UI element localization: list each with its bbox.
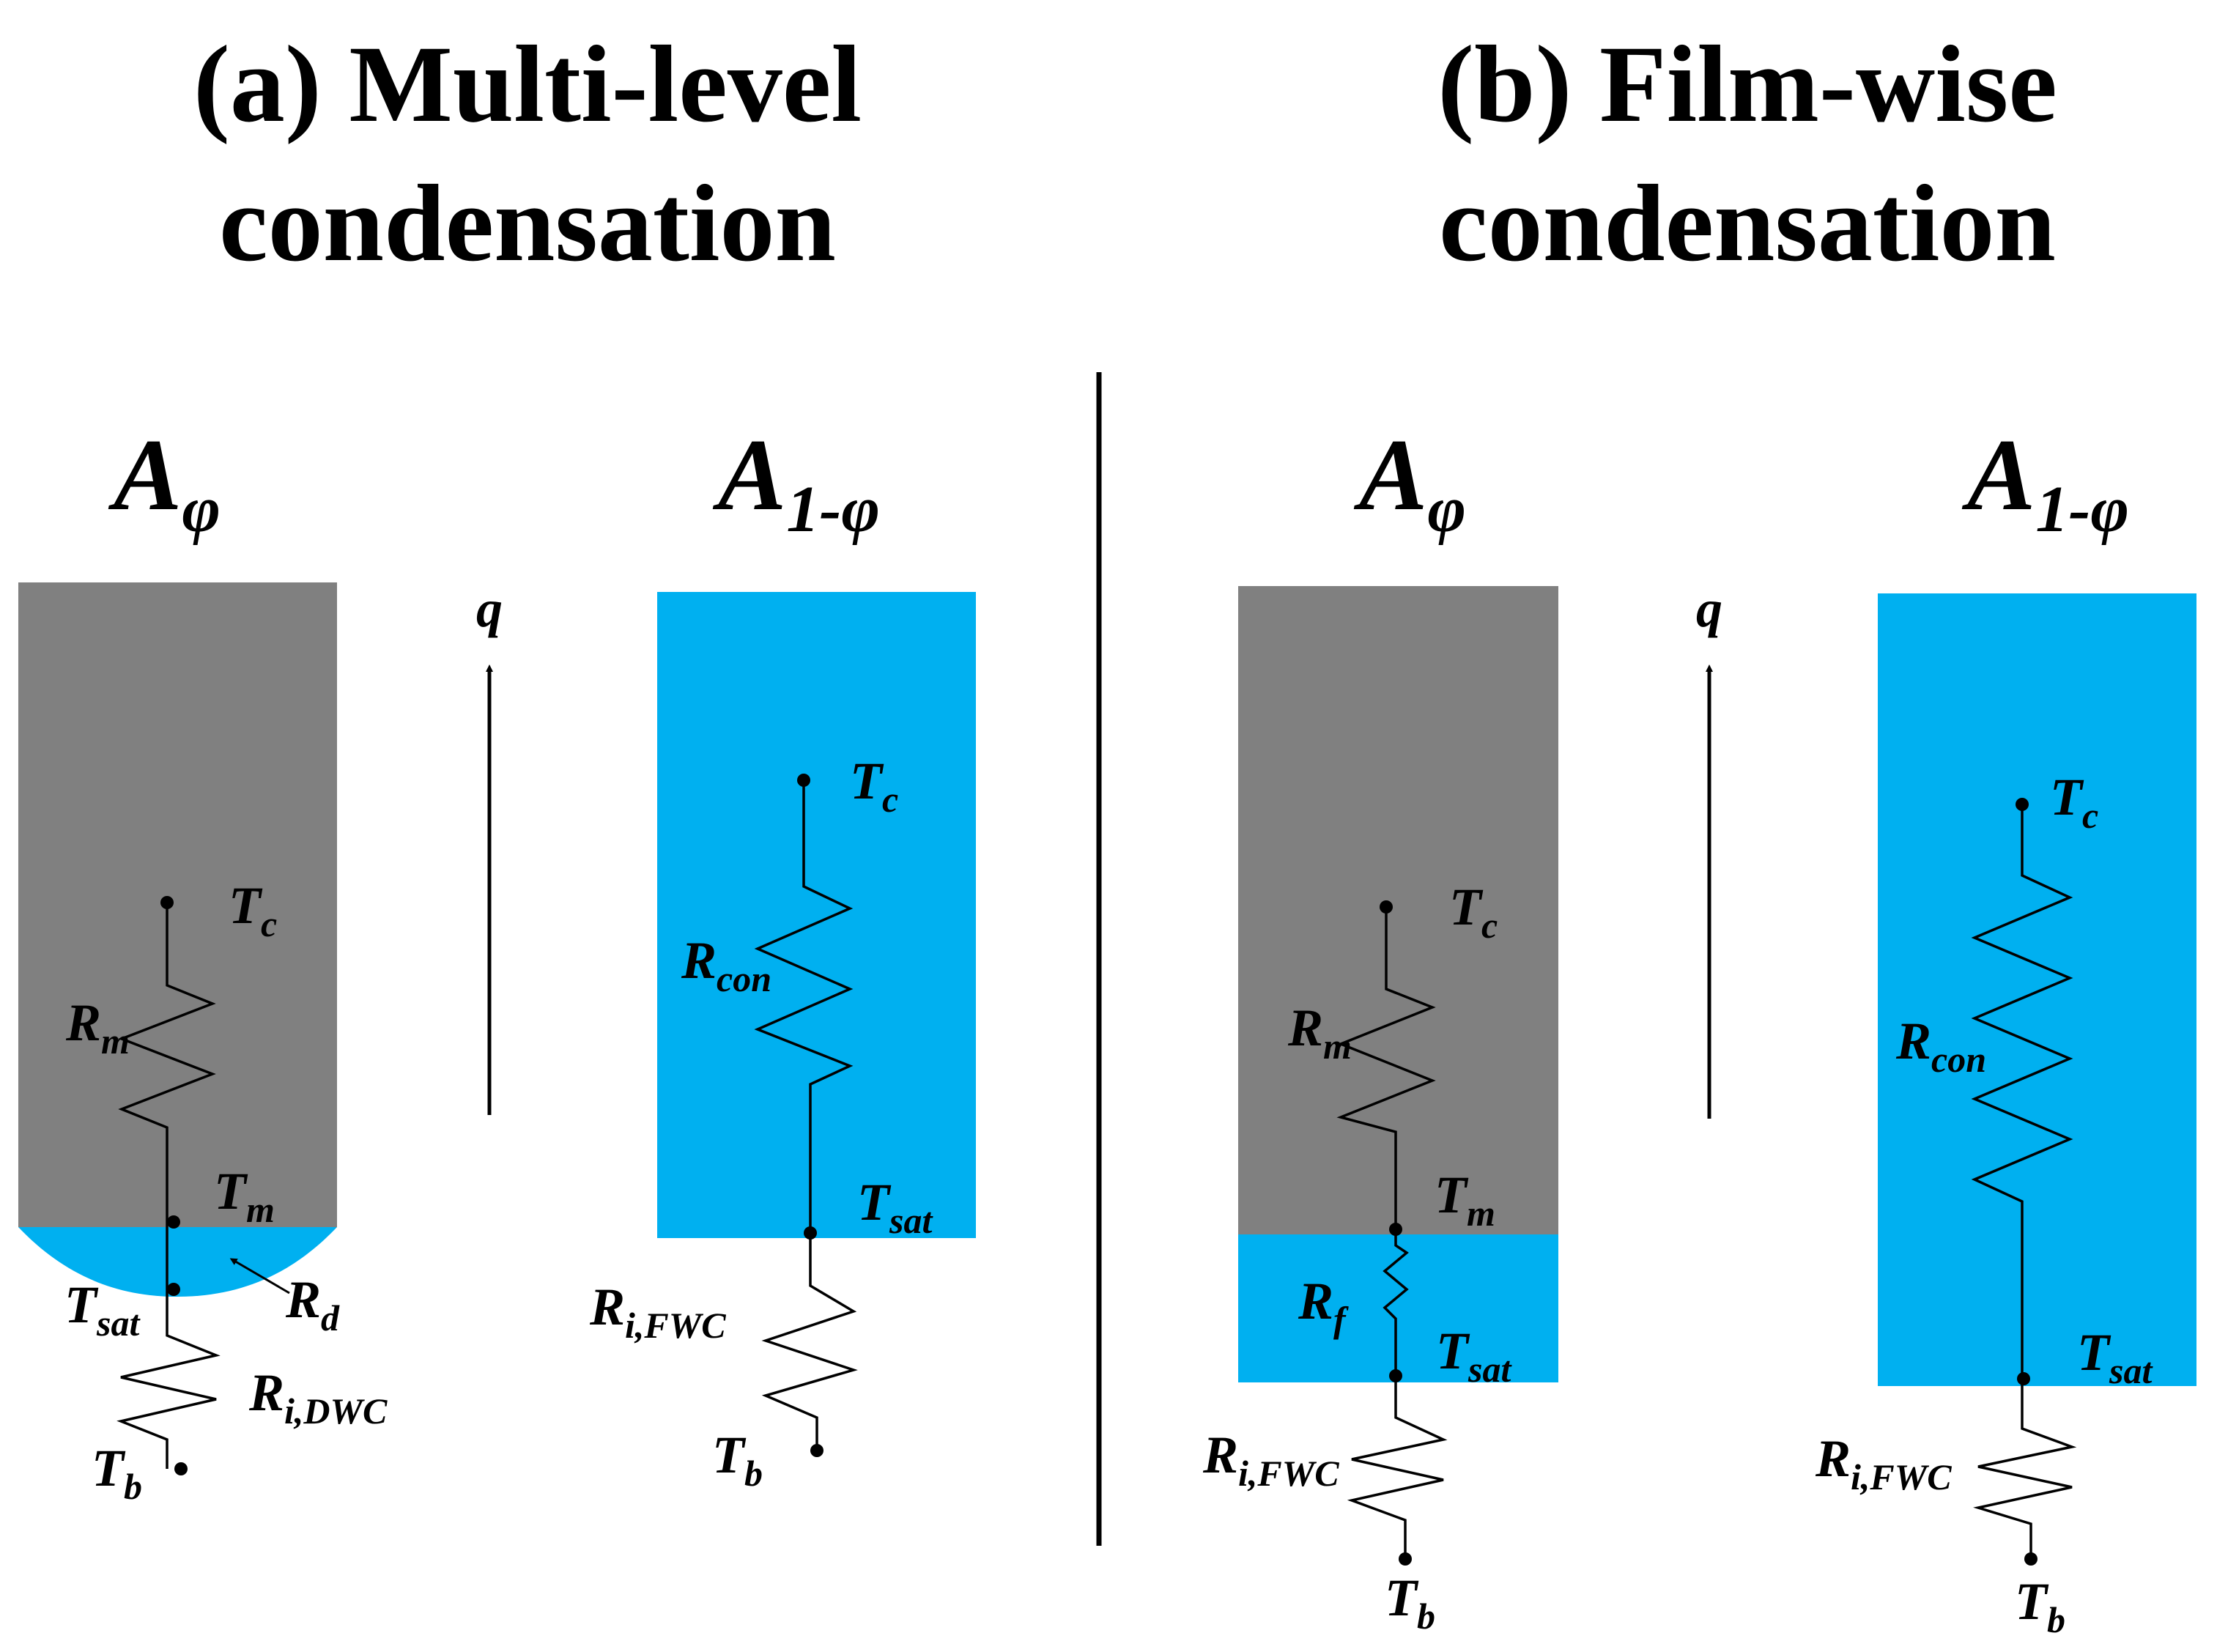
panel-a-left-Rd-label: Rd (285, 1270, 340, 1338)
panel-a-left-Tm-node (167, 1215, 180, 1229)
panel-a-left-Tb-node (174, 1462, 188, 1475)
panel-a-left-Rm-label: Rm (65, 993, 130, 1062)
panel-a-title-line1: (a) Multi-level (193, 23, 862, 145)
panel-b-left-Rm-label: Rm (1287, 999, 1352, 1067)
panel-a-left-Ri-label: Ri,DWC (248, 1363, 388, 1431)
panel-a-right-Tc-label: Tc (850, 752, 898, 820)
panel-a-title-line2: condensation (219, 163, 836, 284)
panel-b-left-circuit-wire (1336, 907, 1448, 1559)
panel-b-right-Tb-node (2024, 1552, 2038, 1566)
panel-a-left-Tsat-label: Tsat (64, 1275, 141, 1344)
panel-a-Rd-pointer-arrow (229, 1258, 290, 1294)
panel-b-title-line1: (b) Film-wise (1437, 23, 2057, 145)
panel-a-right-Tb-label: Tb (712, 1426, 763, 1494)
panel-a-right-circuit-wire (754, 780, 858, 1451)
panel-a-right-Rcon-label: Rcon (681, 931, 771, 999)
panel-b-left-Tsat-label: Tsat (1436, 1322, 1512, 1390)
panel-a-right-Ri-label: Ri,FWC (589, 1278, 726, 1346)
panel-b-right-Tc-label: Tc (2050, 768, 2098, 836)
panel-a-right-Tsat-label: Tsat (857, 1173, 933, 1241)
panel-a-left-Tsat-node (167, 1283, 180, 1296)
panel-b-left-Ri-label: Ri,FWC (1202, 1426, 1339, 1494)
panel-b-metal-block (1238, 586, 1558, 1234)
panel-a-area-phi-label: Aφ (108, 418, 221, 546)
panel-a-heat-flux-label: q (476, 579, 503, 638)
panel-b-title-line2: condensation (1439, 163, 2056, 284)
panel-b-left-Tb-node (1399, 1552, 1412, 1566)
panel-b-heat-flux-label: q (1696, 579, 1722, 638)
panel-a-left-Tb-label: Tb (92, 1439, 142, 1507)
panel-b-left-Rf-label: Rf (1298, 1272, 1349, 1340)
panel-a-right-Tc-node (797, 774, 810, 787)
panel-b-area-phi-label: Aφ (1353, 418, 1466, 546)
panel-a-left-Tc-label: Tc (229, 876, 277, 944)
panel-b-condensate-block (1878, 593, 2196, 1386)
panel-b-left-Tb-label: Tb (1385, 1568, 1435, 1637)
panel-b-right-Tb-label: Tb (2015, 1572, 2065, 1640)
panel-b-left-Tc-label: Tc (1449, 878, 1498, 946)
panel-a-right-Tsat-node (804, 1226, 817, 1240)
panel-b-right-Rcon-label: Rcon (1895, 1012, 1986, 1080)
panel-a-droplet (18, 1227, 337, 1297)
panel-a-right-Tb-node (810, 1444, 823, 1457)
panel-b-right-Tsat-label: Tsat (2077, 1323, 2153, 1391)
panel-b-left-Tsat-node (1389, 1369, 1402, 1382)
panel-b-right-Tsat-node (2017, 1372, 2030, 1385)
panel-a-area-one-minus-phi-label: A1-φ (712, 418, 880, 546)
panel-a: (a) Multi-level condensation Aφ A1-φ Tc … (18, 23, 976, 1507)
panel-b: (b) Film-wise condensation Aφ A1-φ Tc Rm… (1202, 23, 2196, 1640)
panel-b-right-Ri-label: Ri,FWC (1815, 1429, 1952, 1497)
panel-a-metal-block (18, 582, 337, 1227)
panel-b-left-Tc-node (1380, 900, 1393, 914)
panel-b-left-Tm-label: Tm (1435, 1166, 1495, 1234)
panel-b-area-one-minus-phi-label: A1-φ (1961, 418, 2129, 546)
panel-b-left-Tm-node (1389, 1223, 1402, 1236)
panel-b-right-circuit-wire (1971, 804, 2077, 1559)
panel-b-right-Tc-node (2016, 798, 2029, 811)
panel-a-left-Tm-label: Tm (214, 1162, 275, 1230)
panel-a-left-Tc-node (160, 896, 174, 909)
panel-a-condensate-block (657, 592, 976, 1238)
